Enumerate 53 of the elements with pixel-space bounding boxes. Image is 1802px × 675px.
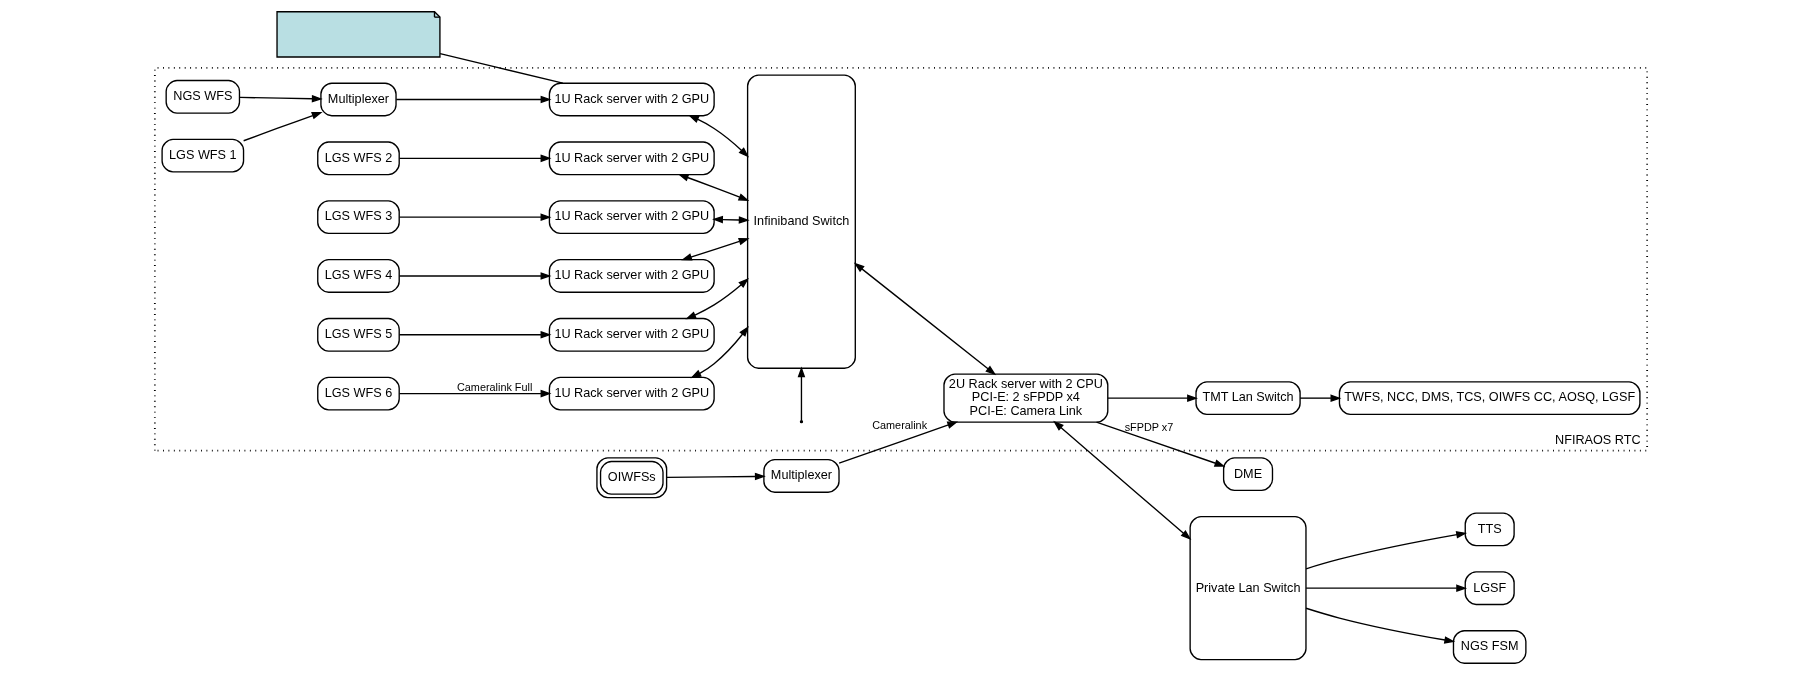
arrow	[398, 272, 552, 280]
node-box: TWFS, NCC, DMS, TCS, OIWFS CC, AOSQ, LGSF	[1338, 381, 1641, 416]
arrow	[398, 389, 552, 398]
arrow	[398, 330, 552, 339]
arrow	[685, 278, 749, 320]
node-box: LGS WFS 4	[317, 259, 400, 293]
node-box: LGS WFS 6	[317, 376, 400, 411]
arrow	[838, 421, 959, 464]
node-box: LGS WFS 3	[317, 200, 400, 235]
node-box: LGS WFS 1	[161, 138, 245, 173]
node-box: NGS WFS	[165, 79, 241, 114]
arrow	[688, 115, 750, 158]
node-box: 1U Rack server with 2 GPU	[548, 82, 715, 117]
node-box: 1U Rack server with 2 GPU	[548, 376, 715, 411]
arrow	[1299, 394, 1342, 402]
arrow	[1305, 584, 1468, 592]
connector	[439, 53, 564, 84]
node-box: 1U Rack server with 2 GPU	[548, 141, 715, 176]
node-box: LGS WFS 5	[317, 317, 400, 352]
edge-label: sFPDP x7	[1124, 421, 1174, 434]
edge-label: Cameralink Full	[457, 380, 533, 393]
arrow	[677, 174, 750, 201]
node-box: Multiplexer	[320, 82, 397, 117]
node-box: DME	[1222, 457, 1274, 492]
arrow	[1095, 421, 1226, 467]
node-box: NGS FSM	[1452, 630, 1527, 664]
edge-label: Cameralink	[872, 419, 928, 432]
arrow	[665, 472, 766, 481]
arrow	[1053, 420, 1192, 541]
arrow	[242, 112, 323, 142]
arrow	[239, 94, 323, 103]
arrow	[690, 325, 749, 379]
arrow	[398, 154, 552, 163]
arrow	[712, 215, 750, 224]
node-box: 1U Rack server with 2 GPU	[548, 317, 715, 352]
arrow	[797, 366, 806, 422]
arrow	[395, 95, 552, 104]
arrow	[681, 237, 750, 261]
node-box: LGSF	[1464, 571, 1515, 606]
node-box: 1U Rack server with 2 GPU	[548, 200, 715, 235]
node-box: Infiniband Switch	[746, 74, 856, 369]
arrow	[853, 262, 997, 376]
node-box: 1U Rack server with 2 GPU	[548, 259, 715, 293]
node-box: TMT Lan Switch	[1195, 381, 1301, 416]
arrow	[1107, 394, 1198, 402]
node-box: TTS	[1464, 512, 1515, 547]
arrow	[1305, 531, 1468, 570]
node-box: Multiplexer	[763, 459, 840, 493]
node-box: 2U Rack server with 2 CPU PCI-E: 2 sFPDP x4 PCI-E: Camera Link	[943, 373, 1109, 423]
node-box: LGS WFS 2	[317, 141, 400, 176]
arrow	[1305, 607, 1456, 644]
node-box: Private Lan Switch	[1189, 516, 1307, 661]
arrow	[398, 213, 552, 221]
